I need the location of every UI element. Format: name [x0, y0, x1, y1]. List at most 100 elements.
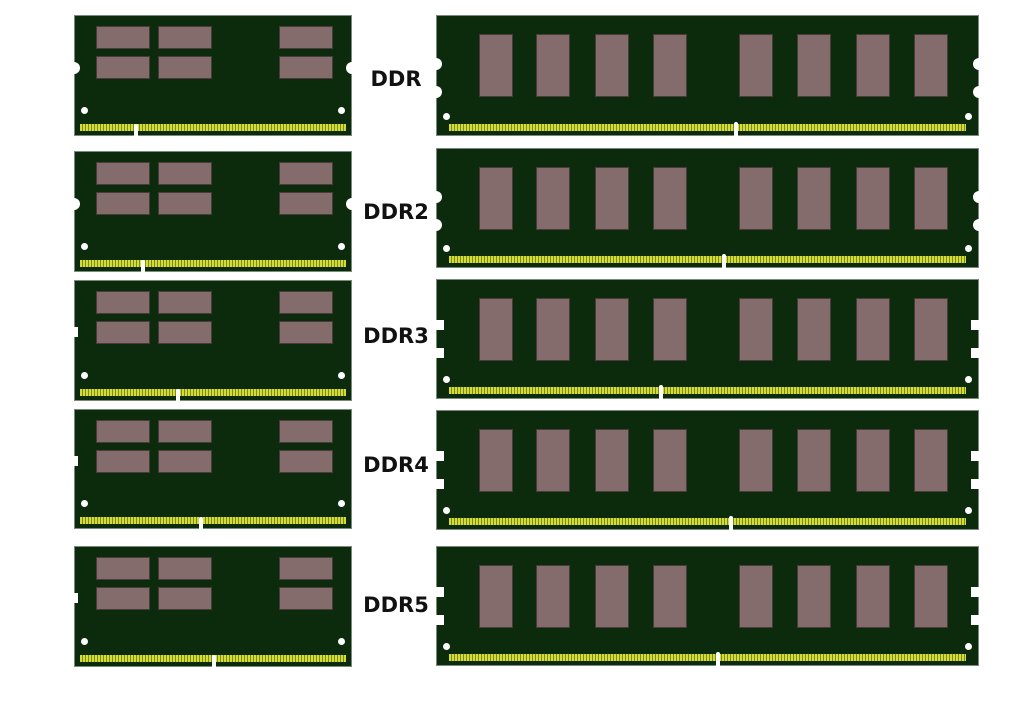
memory-chip	[914, 167, 948, 230]
memory-chip	[96, 162, 150, 185]
memory-chip	[279, 26, 333, 49]
key-notch	[729, 516, 733, 530]
memory-chip	[739, 34, 773, 97]
memory-chip	[595, 565, 629, 628]
key-notch	[659, 385, 663, 399]
sodimm-module	[73, 546, 352, 667]
side-notch	[346, 62, 358, 74]
memory-chip	[279, 56, 333, 79]
mount-hole	[965, 245, 972, 252]
side-notch	[436, 451, 444, 461]
mount-hole	[338, 500, 345, 507]
memory-chip	[595, 429, 629, 492]
side-notch	[971, 587, 979, 597]
memory-chip	[158, 291, 212, 314]
mount-hole	[81, 500, 88, 507]
memory-chip	[158, 450, 212, 473]
gold-contacts	[80, 389, 346, 396]
memory-chip	[739, 298, 773, 361]
memory-chip	[739, 167, 773, 230]
memory-chip	[479, 565, 513, 628]
memory-chip	[536, 298, 570, 361]
sodimm-module	[68, 15, 358, 136]
side-notch	[436, 320, 444, 330]
memory-chip	[595, 167, 629, 230]
dimm-module	[436, 279, 979, 399]
mount-hole	[443, 113, 450, 120]
memory-chip	[856, 167, 890, 230]
memory-chip	[96, 450, 150, 473]
memory-chip	[96, 26, 150, 49]
memory-chip	[279, 450, 333, 473]
memory-chip	[479, 34, 513, 97]
side-notch	[73, 327, 78, 337]
memory-chip	[653, 298, 687, 361]
mount-hole	[338, 107, 345, 114]
memory-chip	[158, 321, 212, 344]
memory-chip	[914, 34, 948, 97]
memory-chip	[158, 26, 212, 49]
side-notch	[436, 479, 444, 489]
mount-hole	[81, 372, 88, 379]
memory-chip	[797, 298, 831, 361]
mount-hole	[443, 507, 450, 514]
dimm-module	[430, 15, 985, 136]
memory-chip	[158, 557, 212, 580]
memory-chip	[856, 34, 890, 97]
memory-chip	[653, 429, 687, 492]
memory-chip	[914, 565, 948, 628]
memory-chip	[856, 429, 890, 492]
key-notch	[141, 260, 145, 272]
side-notch	[73, 593, 78, 603]
sodimm-module	[73, 280, 352, 401]
memory-chip	[653, 167, 687, 230]
module-label: DDR5	[363, 593, 429, 617]
mount-hole	[338, 243, 345, 250]
side-notch	[436, 587, 444, 597]
memory-chip	[279, 587, 333, 610]
side-notch	[971, 320, 979, 330]
memory-chip	[96, 587, 150, 610]
side-notch	[973, 58, 985, 70]
key-notch	[199, 517, 203, 529]
side-notch	[971, 348, 979, 358]
memory-chip	[479, 298, 513, 361]
mount-hole	[443, 376, 450, 383]
memory-chip	[279, 557, 333, 580]
memory-chip	[797, 429, 831, 492]
memory-chip	[96, 420, 150, 443]
side-notch	[973, 219, 985, 231]
key-notch	[722, 254, 726, 268]
memory-chip	[279, 192, 333, 215]
mount-hole	[338, 638, 345, 645]
memory-chip	[536, 34, 570, 97]
side-notch	[973, 191, 985, 203]
mount-hole	[965, 376, 972, 383]
gold-contacts	[449, 518, 966, 525]
key-notch	[134, 124, 138, 136]
memory-chip	[479, 167, 513, 230]
side-notch	[436, 348, 444, 358]
mount-hole	[443, 245, 450, 252]
memory-chip	[797, 167, 831, 230]
memory-chip	[856, 565, 890, 628]
key-notch	[734, 122, 738, 136]
dimm-module	[436, 546, 979, 666]
gold-contacts	[449, 654, 966, 661]
memory-chip	[479, 429, 513, 492]
gold-contacts	[449, 387, 966, 394]
memory-chip	[856, 298, 890, 361]
sodimm-module	[68, 151, 358, 272]
dimm-module	[436, 410, 979, 530]
memory-chip	[279, 162, 333, 185]
side-notch	[430, 86, 442, 98]
module-label: DDR3	[363, 324, 429, 348]
memory-chip	[739, 565, 773, 628]
module-label: DDR2	[363, 200, 429, 224]
memory-chip	[96, 321, 150, 344]
mount-hole	[965, 643, 972, 650]
mount-hole	[338, 372, 345, 379]
memory-chip	[595, 34, 629, 97]
memory-chip	[653, 565, 687, 628]
memory-chip	[797, 565, 831, 628]
